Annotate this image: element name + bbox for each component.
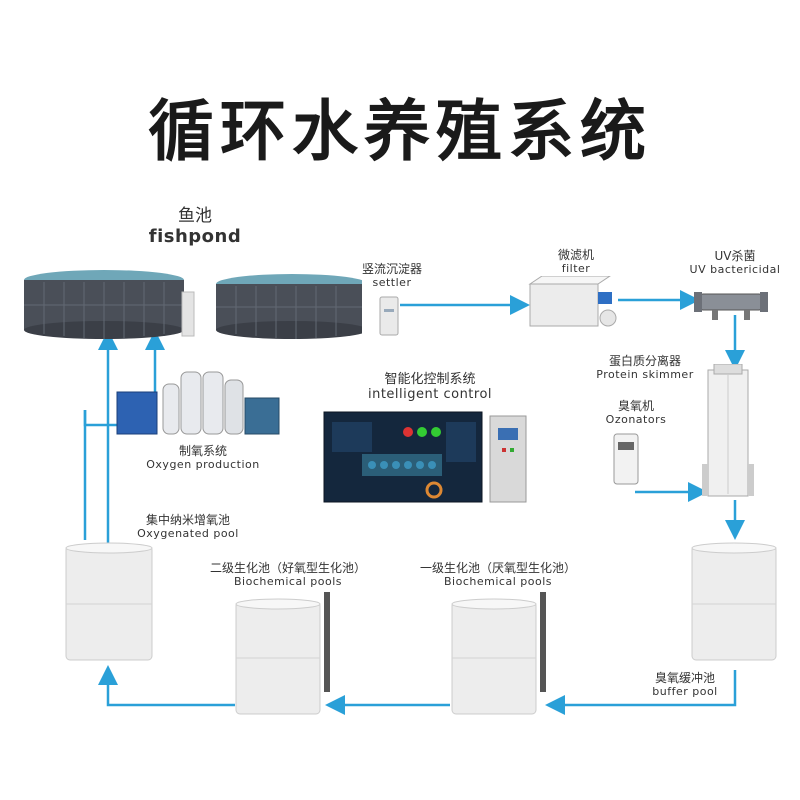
- control-label: 智能化控制系统 intelligent control: [367, 372, 493, 402]
- biochemical-1-tank: [451, 592, 546, 715]
- oxygen-production-label: 制氧系统 Oxygen production: [146, 444, 260, 471]
- buffer-pool-tank: [691, 542, 777, 661]
- biochemical-2-tank: [235, 592, 330, 715]
- pipe-bio2-oxygen: [98, 665, 235, 707]
- biochemical-1-label: 一级生化池（厌氧型生化池） Biochemical pools: [419, 561, 576, 588]
- protein-skimmer-unit: [702, 364, 754, 497]
- uv-label: UV杀菌 UV bactericidal: [689, 249, 781, 276]
- ozonators-label: 臭氧机 Ozonators: [605, 399, 667, 426]
- ozonator-unit: [613, 433, 639, 485]
- filter-label: 微滤机 filter: [557, 248, 594, 275]
- fishpond-tanks: [24, 270, 362, 339]
- fishpond-label: 鱼池 fishpond: [148, 206, 242, 247]
- biochemical-2-label: 二级生化池（好氧型生化池） Biochemical pools: [209, 561, 366, 588]
- filter-unit: [528, 276, 617, 327]
- uv-unit: [694, 292, 768, 320]
- control-panel: [323, 411, 527, 503]
- pipe-buffer-bio1: [545, 670, 737, 715]
- settler-label: 竖流沉淀器 settler: [361, 262, 422, 289]
- buffer-pool-label: 臭氧缓冲池 buffer pool: [652, 671, 718, 698]
- oxygen-production-unit: [116, 371, 280, 435]
- protein-skimmer-label: 蛋白质分离器 Protein skimmer: [596, 354, 694, 381]
- oxygenated-pool-tank: [65, 542, 153, 661]
- settler-unit: [379, 296, 399, 336]
- oxygenated-pool-label: 集中纳米增氧池 Oxygenated pool: [137, 513, 239, 540]
- page-title: 循环水养殖系统: [148, 93, 652, 170]
